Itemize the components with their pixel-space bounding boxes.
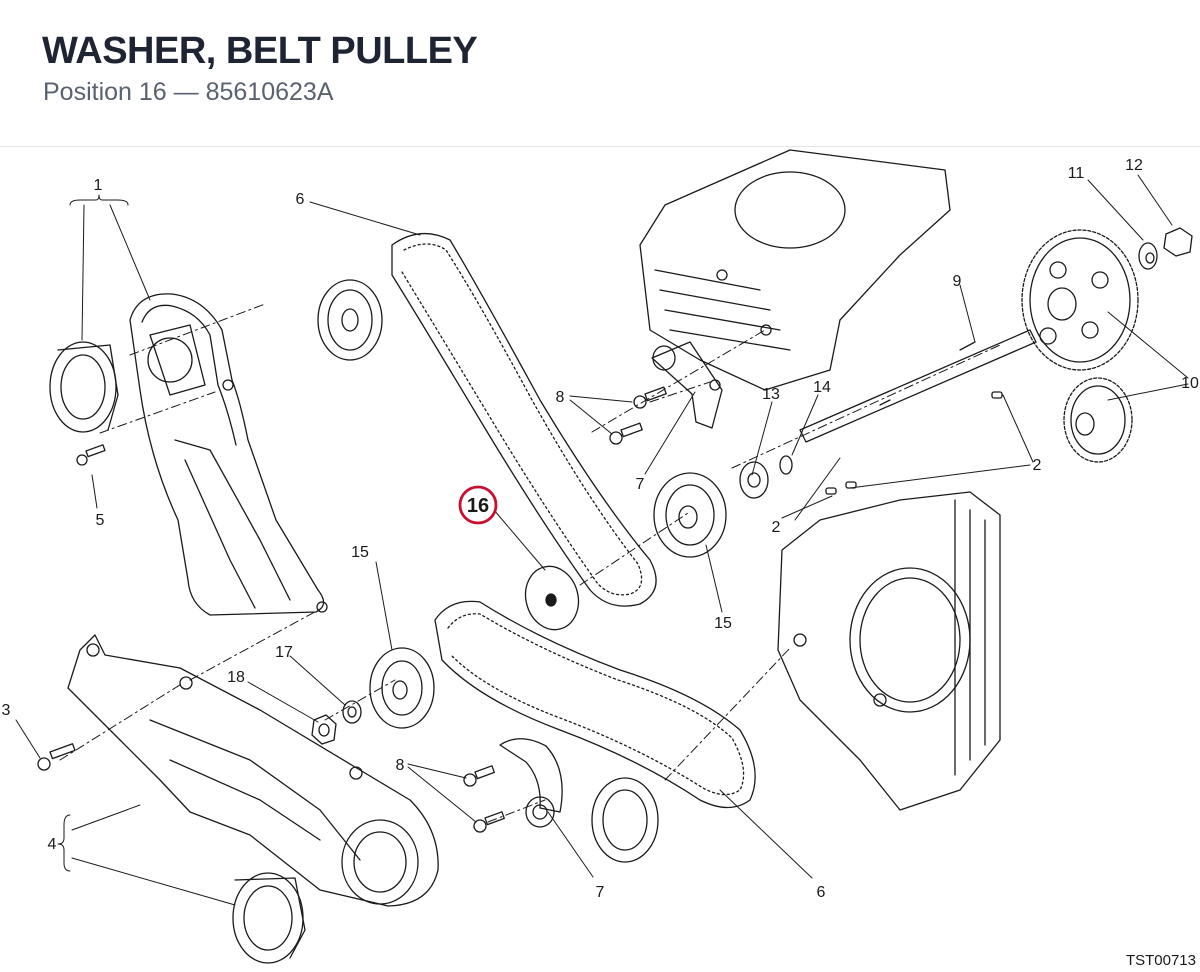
label-5: 5 — [96, 512, 105, 529]
gear-large-10 — [1021, 229, 1139, 371]
gear-small-10 — [1063, 377, 1133, 463]
camshaft-pulley-upper-left — [317, 279, 383, 361]
tensioner-lower — [499, 738, 563, 828]
inspection-cap-upper — [49, 341, 119, 433]
drawing-code: TST00713 — [1126, 952, 1196, 969]
label-6-bottom: 6 — [817, 884, 826, 901]
label-12: 12 — [1125, 157, 1143, 174]
highlight-label: 16 — [467, 495, 489, 517]
timing-cover-lower — [67, 634, 439, 907]
washer-11 — [1138, 242, 1158, 270]
cover-screw-3 — [37, 743, 76, 771]
label-1: 1 — [94, 177, 103, 194]
label-2-left: 2 — [772, 519, 781, 536]
keys-2 — [825, 391, 1003, 495]
highlight-callout-16: 16 — [458, 485, 498, 525]
label-8-top: 8 — [556, 389, 565, 406]
circlip-14 — [779, 455, 793, 475]
label-13: 13 — [762, 386, 780, 403]
nut-18 — [311, 714, 337, 745]
label-2-right: 2 — [1033, 457, 1042, 474]
tensioner-screws — [463, 386, 667, 833]
label-17: 17 — [275, 644, 293, 661]
label-14: 14 — [813, 379, 831, 396]
tensioner-upper — [651, 341, 723, 429]
label-7-top: 7 — [636, 476, 645, 493]
leader-lines — [15, 174, 1189, 906]
label-4: 4 — [48, 836, 57, 853]
label-11: 11 — [1068, 165, 1085, 182]
label-15-right: 15 — [714, 615, 732, 632]
label-15-left: 15 — [351, 544, 369, 561]
header-divider — [0, 146, 1200, 147]
label-8-bottom: 8 — [396, 757, 405, 774]
cylinder-front — [777, 491, 1001, 811]
timing-belt-lower — [434, 600, 756, 809]
drive-pulley-15-right — [653, 472, 727, 558]
callout-labels: 1 5 3 4 6 6 7 7 8 8 9 10 11 12 13 14 2 2… — [2, 157, 1199, 901]
washer-17 — [342, 700, 362, 724]
label-9: 9 — [953, 273, 962, 290]
washer-13 — [739, 461, 769, 499]
camshaft-pulley-lower-right — [591, 777, 659, 863]
label-3: 3 — [2, 702, 11, 719]
page-header: WASHER, BELT PULLEY Position 16 — 856106… — [0, 0, 1200, 146]
label-18: 18 — [227, 669, 245, 686]
timing-cover-upper — [129, 293, 328, 616]
inspection-cap-lower — [232, 872, 306, 964]
part-subtitle: Position 16 — 85610623A — [43, 78, 334, 106]
cover-screw-5 — [76, 444, 106, 466]
camshaft-9 — [799, 329, 1037, 443]
nut-12 — [1163, 227, 1193, 257]
timing-belt-upper — [391, 232, 657, 607]
highlight-ring — [458, 485, 498, 525]
drive-pulley-15-left — [369, 647, 435, 729]
cylinder-head-rear — [639, 149, 951, 391]
label-6-top: 6 — [296, 191, 305, 208]
label-7-bottom: 7 — [596, 884, 605, 901]
label-10: 10 — [1181, 375, 1199, 392]
part-title: WASHER, BELT PULLEY — [42, 30, 478, 72]
washer-belt-pulley-16 — [524, 565, 580, 631]
